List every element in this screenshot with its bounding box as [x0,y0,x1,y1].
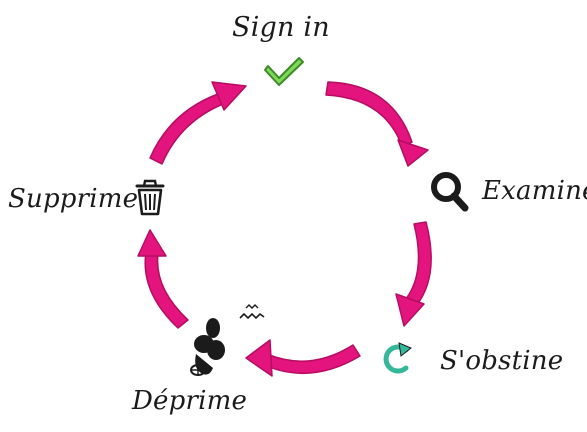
arrow-examine-to-sobstine [396,222,431,326]
arrow-supprime-to-signin-body [150,94,223,164]
arrow-sobstine-to-deprime-head [246,340,272,376]
stage-label-sign-in: Sign in [232,14,330,41]
stage-label-supprime: Supprime [8,186,138,212]
arrow-signin-to-examine-head [398,140,428,166]
arrow-supprime-to-signin [150,82,246,164]
stage-label-examine: Examine [482,178,587,204]
trash-can-icon [137,181,163,214]
cycle-arrows [138,82,431,376]
checkmark-icon [265,58,303,85]
arrow-deprime-to-supprime-body [145,252,188,328]
stage-label-deprime: Déprime [132,388,247,414]
arrow-sobstine-to-deprime [246,340,360,376]
arrow-examine-to-sobstine-body [406,222,431,306]
retry-arrow-icon [386,343,411,371]
arrow-deprime-to-supprime-head [138,230,166,256]
arrow-deprime-to-supprime [138,230,188,328]
sad-figure-icon [191,305,264,375]
magnifier-icon [434,175,465,208]
arrow-signin-to-examine [326,82,428,166]
stage-label-sobstine: S'obstine [440,348,563,374]
arrow-signin-to-examine-body [326,82,412,146]
arrow-sobstine-to-deprime-body [262,345,360,373]
